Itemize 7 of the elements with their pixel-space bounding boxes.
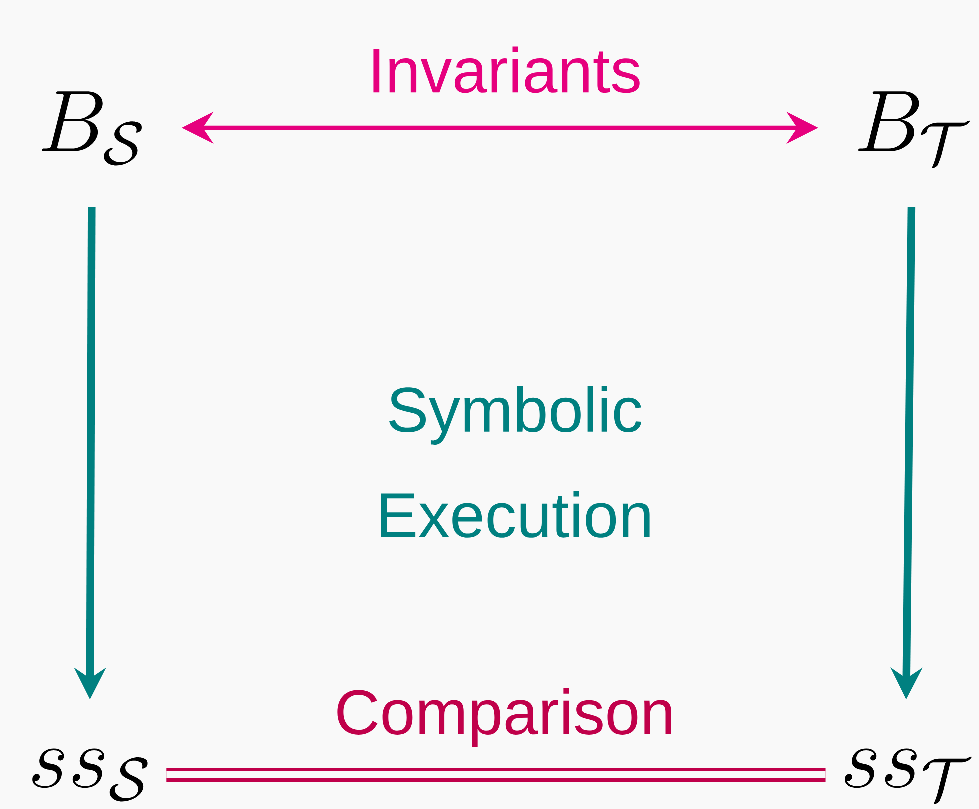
center-label: Symbolic Execution (381, 386, 650, 538)
math-symbol: $ss_{\mathcal{S}}$ (32, 748, 148, 802)
edge-label: Invariants (374, 46, 640, 94)
math-symbol: $ss_{\mathcal{T}}$ (845, 748, 972, 804)
math-symbol: $B_{\mathcal{T}}$ (858, 92, 970, 169)
math-symbol: $B_{\mathcal{S}}$ (42, 92, 142, 166)
edge-label: Comparison (338, 688, 672, 748)
